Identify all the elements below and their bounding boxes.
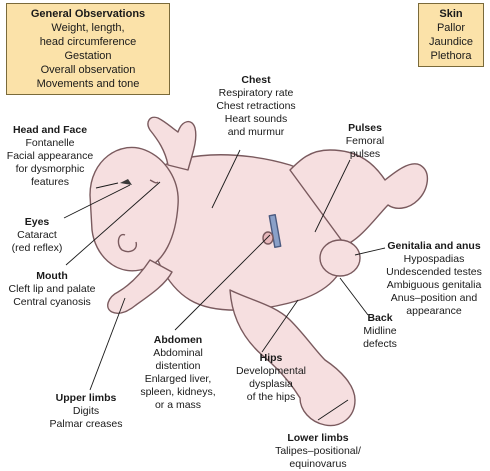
head-face-item: Facial appearance bbox=[6, 150, 94, 162]
chest-item: Chest retractions bbox=[216, 100, 296, 112]
pulses-item: Femoral bbox=[345, 135, 385, 147]
mouth-title: Mouth bbox=[36, 270, 68, 282]
pulses-item: pulses bbox=[349, 148, 381, 160]
genitalia-label: Genitalia and anus Hypospadias Undescend… bbox=[380, 240, 488, 318]
genitalia-item: Hypospadias bbox=[403, 253, 465, 265]
genitalia-item: Undescended testes bbox=[386, 266, 482, 278]
hips-label: Hips Developmental dysplasia of the hips bbox=[226, 352, 316, 404]
umbilical-stump bbox=[262, 231, 274, 245]
baby-leg-upper bbox=[289, 149, 428, 246]
general-observations-box: General Observations Weight, length, hea… bbox=[6, 3, 170, 95]
head-face-item: features bbox=[31, 176, 69, 188]
baby-ear bbox=[117, 233, 137, 253]
upper-limbs-item: Digits bbox=[72, 405, 100, 417]
leader-mouth bbox=[65, 181, 161, 266]
skin-item: Jaundice bbox=[428, 36, 474, 48]
mouth-label: Mouth Cleft lip and palate Central cyano… bbox=[2, 270, 102, 309]
baby-head bbox=[89, 146, 179, 272]
baby-mouth bbox=[149, 179, 159, 184]
abdomen-item: or a mass bbox=[154, 399, 202, 411]
upper-limbs-item: Palmar creases bbox=[49, 418, 123, 430]
general-item: Gestation bbox=[64, 50, 112, 62]
general-item: Movements and tone bbox=[36, 78, 140, 90]
umbilical-clip bbox=[268, 214, 282, 248]
back-item: defects bbox=[363, 338, 397, 350]
skin-item: Pallor bbox=[436, 22, 466, 34]
general-item: Overall observation bbox=[40, 64, 136, 76]
hips-item: of the hips bbox=[246, 391, 296, 403]
back-item: Midline bbox=[363, 325, 397, 337]
leader-head-face bbox=[95, 182, 119, 189]
head-face-item: Fontanelle bbox=[25, 137, 75, 149]
head-face-label: Head and Face Fontanelle Facial appearan… bbox=[2, 124, 98, 189]
genitalia-item: appearance bbox=[406, 305, 462, 317]
eyes-title: Eyes bbox=[24, 216, 50, 228]
eyes-item: (red reflex) bbox=[11, 242, 63, 254]
leader-eyes bbox=[63, 184, 131, 219]
general-observations-title: General Observations bbox=[30, 8, 146, 20]
leader-back bbox=[339, 277, 369, 316]
leader-genitalia bbox=[354, 247, 386, 256]
eyes-label: Eyes Cataract (red reflex) bbox=[4, 216, 70, 255]
upper-limbs-title: Upper limbs bbox=[55, 392, 117, 404]
lower-limbs-item: equinovarus bbox=[289, 458, 347, 470]
leader-hips bbox=[261, 299, 299, 353]
chest-item: Respiratory rate bbox=[218, 87, 294, 99]
abdomen-title: Abdomen bbox=[153, 334, 203, 346]
hips-title: Hips bbox=[259, 352, 283, 364]
abdomen-label: Abdomen Abdominal distention Enlarged li… bbox=[132, 334, 224, 412]
baby-genitalia bbox=[319, 239, 361, 277]
lower-limbs-title: Lower limbs bbox=[287, 432, 349, 444]
abdomen-item: Abdominal bbox=[153, 347, 203, 359]
lower-limbs-label: Lower limbs Talipes–positional/ equinova… bbox=[260, 432, 376, 471]
genitalia-item: Ambiguous genitalia bbox=[386, 279, 482, 291]
skin-title: Skin bbox=[439, 8, 463, 20]
general-item: head circumference bbox=[39, 36, 137, 48]
genitalia-title: Genitalia and anus bbox=[387, 240, 481, 252]
leader-pulses bbox=[314, 159, 351, 233]
leader-lower-limbs bbox=[317, 399, 349, 421]
leader-chest bbox=[211, 149, 241, 209]
hips-item: Developmental bbox=[235, 365, 307, 377]
skin-box: Skin Pallor Jaundice Plethora bbox=[418, 3, 484, 67]
head-face-title: Head and Face bbox=[12, 124, 88, 136]
chest-item: and murmur bbox=[227, 126, 285, 138]
chest-title: Chest bbox=[241, 74, 271, 86]
baby-arm-raised bbox=[147, 116, 197, 171]
abdomen-item: distention bbox=[155, 360, 201, 372]
eyes-item: Cataract bbox=[17, 229, 57, 241]
abdomen-item: spleen, kidneys, bbox=[140, 386, 216, 398]
hips-item: dysplasia bbox=[249, 378, 293, 390]
pulses-label: Pulses Femoral pulses bbox=[330, 122, 400, 161]
leader-upper-limbs bbox=[89, 297, 126, 391]
leader-abdomen bbox=[174, 234, 271, 331]
head-face-item: for dysmorphic bbox=[15, 163, 85, 175]
mouth-item: Central cyanosis bbox=[13, 296, 91, 308]
baby-eye bbox=[120, 179, 132, 185]
skin-item: Plethora bbox=[430, 50, 472, 62]
chest-label: Chest Respiratory rate Chest retractions… bbox=[206, 74, 306, 139]
upper-limbs-label: Upper limbs Digits Palmar creases bbox=[36, 392, 136, 431]
baby-leg-lower bbox=[229, 289, 356, 427]
back-label: Back Midline defects bbox=[348, 312, 412, 351]
chest-item: Heart sounds bbox=[224, 113, 288, 125]
lower-limbs-item: Talipes–positional/ bbox=[275, 445, 361, 457]
genitalia-item: Anus–position and bbox=[390, 292, 478, 304]
pulses-title: Pulses bbox=[348, 122, 382, 134]
abdomen-item: Enlarged liver, bbox=[144, 373, 212, 385]
mouth-item: Cleft lip and palate bbox=[8, 283, 96, 295]
back-title: Back bbox=[367, 312, 393, 324]
leader-lines bbox=[63, 149, 386, 421]
baby-illustration bbox=[89, 116, 428, 427]
general-item: Weight, length, bbox=[51, 22, 125, 34]
